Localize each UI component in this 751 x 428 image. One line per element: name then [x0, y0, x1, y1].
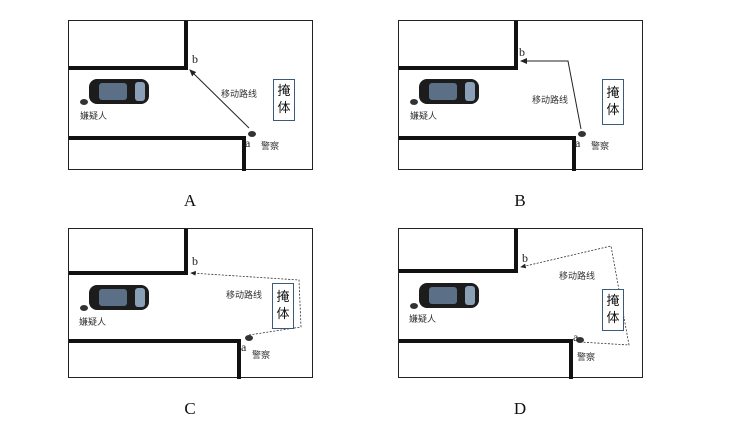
- cover-char-top: 掩: [606, 294, 620, 309]
- suspect-label: 嫌疑人: [80, 112, 108, 122]
- cover-char-top: 掩: [276, 290, 290, 305]
- point-b: b: [519, 45, 525, 59]
- option-d-drawing: [399, 229, 630, 379]
- cover-char-top: 掩: [606, 86, 620, 101]
- point-b: b: [522, 251, 528, 265]
- option-a-caption: A: [183, 191, 197, 210]
- route-line: [189, 69, 250, 129]
- option-b-drawing: [399, 21, 586, 171]
- police-icon: [248, 131, 256, 137]
- cover-char-bottom: 体: [606, 311, 620, 326]
- suspect-car-icon: [89, 79, 149, 104]
- option-c-caption: C: [184, 399, 196, 418]
- suspect-car-icon: [89, 285, 149, 310]
- cover-char-bottom: 体: [277, 101, 291, 116]
- suspect-icon: [410, 99, 418, 105]
- police-label: 警察: [577, 353, 596, 363]
- route-line: [190, 270, 302, 336]
- lower-wall: [399, 339, 573, 379]
- option-d-diagram: b a 移动路线 嫌疑人 警察 掩 体: [398, 228, 643, 379]
- option-c-diagram: b a 移动路线 嫌疑人 警察 掩 体: [68, 228, 313, 379]
- lower-wall: [69, 339, 241, 379]
- route-label: 移动路线: [221, 90, 258, 100]
- option-b-diagram: b a 移动路线 嫌疑人 警察 掩 体: [398, 20, 643, 171]
- suspect-label: 嫌疑人: [79, 318, 107, 328]
- route-line: [520, 58, 582, 130]
- point-a: a: [241, 340, 247, 354]
- point-a: a: [575, 136, 581, 150]
- police-icon: [576, 337, 584, 343]
- option-a-drawing: [69, 21, 256, 171]
- route-label: 移动路线: [532, 96, 569, 106]
- upper-wall: [69, 229, 188, 275]
- option-b-caption: B: [514, 191, 526, 210]
- suspect-icon: [80, 99, 88, 105]
- route-label: 移动路线: [559, 272, 596, 282]
- point-b: b: [192, 254, 198, 268]
- point-a: a: [573, 330, 579, 344]
- cover-box: 掩 体: [273, 79, 295, 121]
- upper-wall: [399, 229, 518, 273]
- upper-wall: [69, 21, 188, 70]
- lower-wall: [69, 136, 246, 171]
- upper-wall: [399, 21, 518, 70]
- cover-box: 掩 体: [272, 283, 294, 329]
- point-a: a: [245, 136, 251, 150]
- cover-char-bottom: 体: [276, 307, 290, 322]
- point-b: b: [192, 52, 198, 66]
- police-icon: [245, 335, 253, 341]
- option-d-caption: D: [513, 399, 527, 418]
- cover-char-top: 掩: [277, 84, 291, 99]
- cover-box: 掩 体: [602, 79, 624, 125]
- cover-box: 掩 体: [602, 289, 624, 331]
- cover-char-bottom: 体: [606, 103, 620, 118]
- suspect-car-icon: [419, 283, 479, 308]
- police-icon: [578, 131, 586, 137]
- option-a-diagram: b a 移动路线 嫌疑人 警察 掩 体: [68, 20, 313, 171]
- suspect-label: 嫌疑人: [410, 112, 438, 122]
- suspect-icon: [410, 303, 418, 309]
- suspect-car-icon: [419, 79, 479, 104]
- police-label: 警察: [252, 351, 271, 361]
- option-c-drawing: [69, 229, 302, 379]
- police-label: 警察: [591, 142, 610, 152]
- suspect-icon: [80, 305, 88, 311]
- route-label: 移动路线: [226, 291, 263, 301]
- lower-wall: [399, 136, 576, 171]
- suspect-label: 嫌疑人: [409, 315, 437, 325]
- police-label: 警察: [261, 142, 280, 152]
